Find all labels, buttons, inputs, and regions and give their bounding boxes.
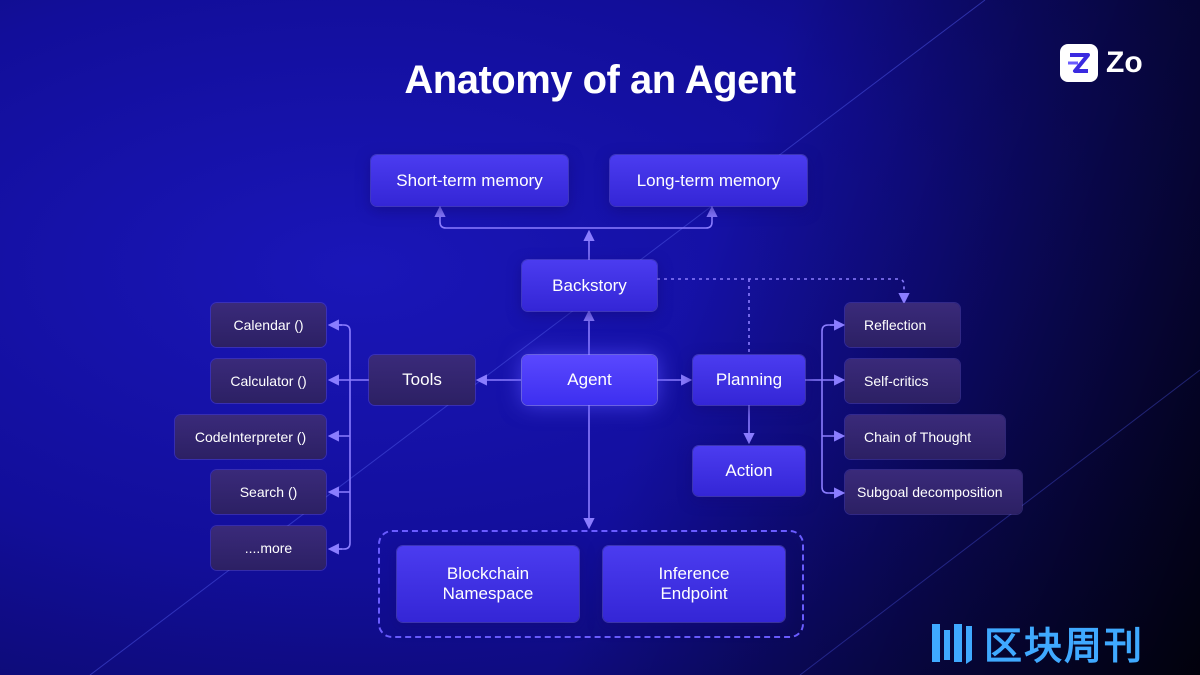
- planning-item: Chain of Thought: [845, 415, 1005, 459]
- blockchain-weekly-logo-icon: [932, 623, 972, 664]
- inference-endpoint-node: Inference Endpoint: [603, 546, 785, 622]
- infrastructure-group: [378, 530, 804, 638]
- brand-logo: Zo: [1060, 44, 1143, 82]
- backstory-node: Backstory: [522, 260, 657, 311]
- logo-text: Zo: [1106, 46, 1143, 79]
- tools-node: Tools: [369, 355, 475, 405]
- tool-item: CodeInterpreter (): [175, 415, 326, 459]
- tool-item: Calendar (): [211, 303, 326, 347]
- blockchain-namespace-node: Blockchain Namespace: [397, 546, 579, 622]
- watermark: 区块周刊: [930, 615, 1144, 670]
- action-node: Action: [693, 446, 805, 496]
- planning-item: Subgoal decomposition: [845, 470, 1022, 514]
- watermark-text: 区块周刊: [984, 626, 1145, 668]
- planning-item: Self-critics: [845, 359, 960, 403]
- planning-node: Planning: [693, 355, 805, 405]
- tool-item: Calculator (): [211, 359, 326, 403]
- tool-item: ....more: [211, 526, 326, 570]
- planning-item: Reflection: [845, 303, 960, 347]
- agent-node: Agent: [522, 355, 657, 405]
- long-term-memory-node: Long-term memory: [610, 155, 807, 206]
- zo-logo-icon: [1060, 44, 1098, 82]
- tool-item: Search (): [211, 470, 326, 514]
- page-title: Anatomy of an Agent: [404, 58, 796, 102]
- short-term-memory-node: Short-term memory: [371, 155, 568, 206]
